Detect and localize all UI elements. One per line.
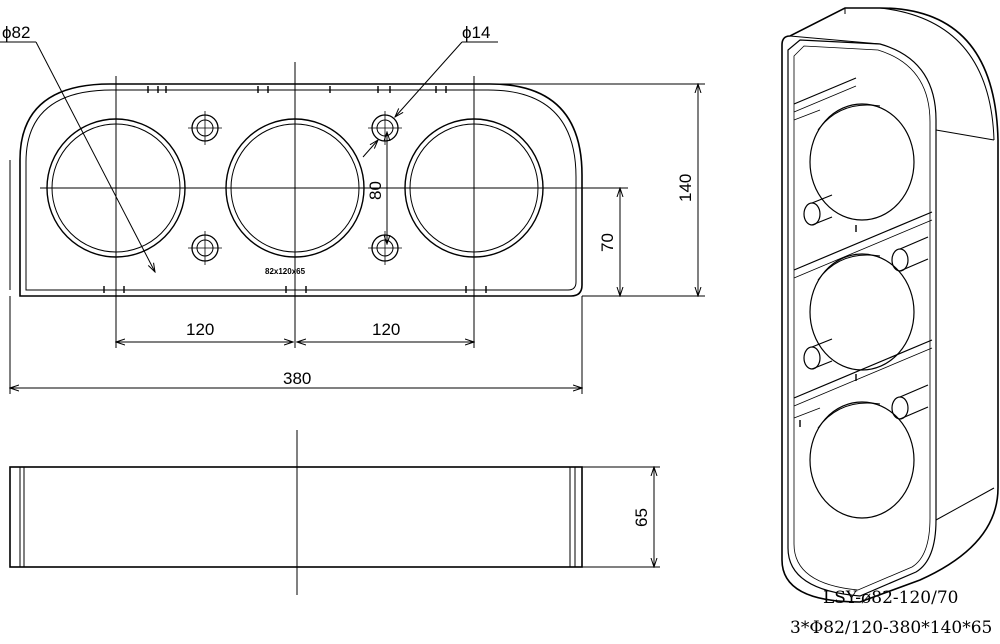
label-dim-70: 70 [598, 233, 617, 252]
iso-boss-2 [891, 236, 929, 272]
iso-boss-3 [803, 338, 833, 370]
mounting-boss-bottom-right [368, 231, 402, 265]
mounting-boss-top-right [368, 111, 402, 145]
iso-hole-top [809, 103, 915, 221]
iso-boss-1 [803, 194, 833, 226]
mounting-boss-bottom-left [188, 231, 222, 265]
iso-hole-bottom [809, 401, 915, 519]
isometric-view [781, 7, 999, 603]
label-inner-size: 82x120x65 [265, 267, 306, 276]
iso-outer-shell [781, 7, 999, 603]
label-dia-small: ϕ14 [462, 23, 490, 42]
label-dim-80: 80 [366, 181, 385, 200]
label-dim-120-right: 120 [372, 320, 400, 339]
iso-boss-4 [891, 384, 929, 420]
label-dim-120-left: 120 [186, 320, 214, 339]
rim-ticks [103, 86, 487, 293]
side-view [9, 430, 660, 595]
spec-caption: 3*Φ82/120-380*140*65 [790, 618, 993, 638]
center-lines [40, 62, 625, 348]
mounting-boss-top-left [188, 111, 222, 145]
front-inner-outline [25, 89, 577, 291]
label-dim-140: 140 [676, 174, 695, 202]
front-outline [19, 83, 583, 297]
label-dim-380: 380 [283, 369, 311, 388]
iso-front-face [787, 39, 937, 597]
front-view [0, 41, 705, 394]
model-caption: LSY-ø82-120/70 [823, 588, 959, 608]
label-dia-large: ϕ82 [2, 23, 30, 42]
label-dim-65: 65 [632, 508, 651, 527]
